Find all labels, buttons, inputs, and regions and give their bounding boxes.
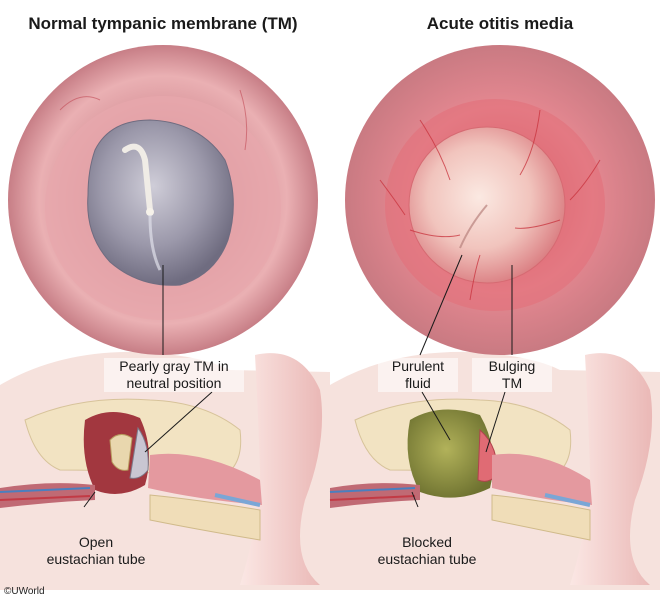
leader-bulging-bottom bbox=[485, 391, 506, 453]
left-tympanic-membrane bbox=[129, 426, 149, 479]
left-ear-canal bbox=[148, 453, 262, 505]
left-umbo bbox=[146, 208, 154, 216]
left-artery bbox=[0, 487, 91, 493]
leader-purulent-top bbox=[419, 254, 463, 356]
label-blocked-line1: Blocked bbox=[402, 534, 452, 550]
left-light-reflex bbox=[148, 214, 162, 271]
left-ear-section bbox=[0, 351, 330, 590]
label-blocked-line2: eustachian tube bbox=[377, 551, 477, 567]
left-malleus bbox=[122, 143, 153, 213]
label-blocked-tube: Blocked eustachian tube bbox=[367, 534, 487, 568]
label-open-tube-line1: Open bbox=[78, 534, 114, 550]
label-purulent-line2: fluid bbox=[405, 375, 431, 391]
left-tm-disc bbox=[87, 119, 234, 286]
leader-purulent-bottom bbox=[421, 391, 451, 441]
left-canal-cartilage bbox=[214, 493, 261, 507]
right-ear-section bbox=[329, 351, 660, 590]
right-ear-canal bbox=[492, 453, 592, 505]
left-auricle bbox=[240, 353, 323, 585]
left-vein bbox=[0, 495, 91, 501]
label-pearly-gray-line2: neutral position bbox=[126, 375, 222, 391]
left-canal-bone-lower bbox=[149, 494, 261, 541]
right-tm-center bbox=[459, 204, 488, 249]
leader-pearly-gray-bottom bbox=[144, 391, 213, 453]
label-open-tube-line2: eustachian tube bbox=[46, 551, 146, 567]
left-title: Normal tympanic membrane (TM) bbox=[28, 14, 298, 33]
leader-open-tube bbox=[83, 491, 96, 508]
label-purulent-fluid: Purulent fluid bbox=[378, 358, 458, 392]
label-bulging-line2: TM bbox=[501, 375, 523, 391]
label-bulging-tm: Bulging TM bbox=[472, 358, 552, 392]
leader-blocked-tube bbox=[411, 491, 419, 508]
right-blood-vessels bbox=[379, 109, 601, 301]
right-canal-cartilage bbox=[544, 493, 591, 507]
right-title: Acute otitis media bbox=[426, 14, 574, 33]
label-pearly-gray: Pearly gray TM in neutral position bbox=[104, 358, 244, 392]
right-vein bbox=[329, 495, 416, 501]
left-ossicles bbox=[109, 434, 133, 471]
copyright-text: ©UWorld bbox=[4, 586, 45, 597]
leader-lines bbox=[83, 254, 513, 508]
label-purulent-line1: Purulent bbox=[391, 358, 445, 374]
label-bulging-line1: Bulging bbox=[488, 358, 536, 374]
label-pearly-gray-line1: Pearly gray TM in bbox=[119, 358, 229, 374]
label-open-tube: Open eustachian tube bbox=[36, 534, 156, 568]
right-otoscope-view bbox=[345, 45, 655, 355]
right-artery bbox=[329, 487, 416, 493]
right-canal-bone-lower bbox=[491, 494, 591, 541]
right-auricle bbox=[570, 353, 653, 585]
left-otoscope-view bbox=[8, 45, 318, 355]
right-middle-ear-pus bbox=[407, 409, 494, 498]
